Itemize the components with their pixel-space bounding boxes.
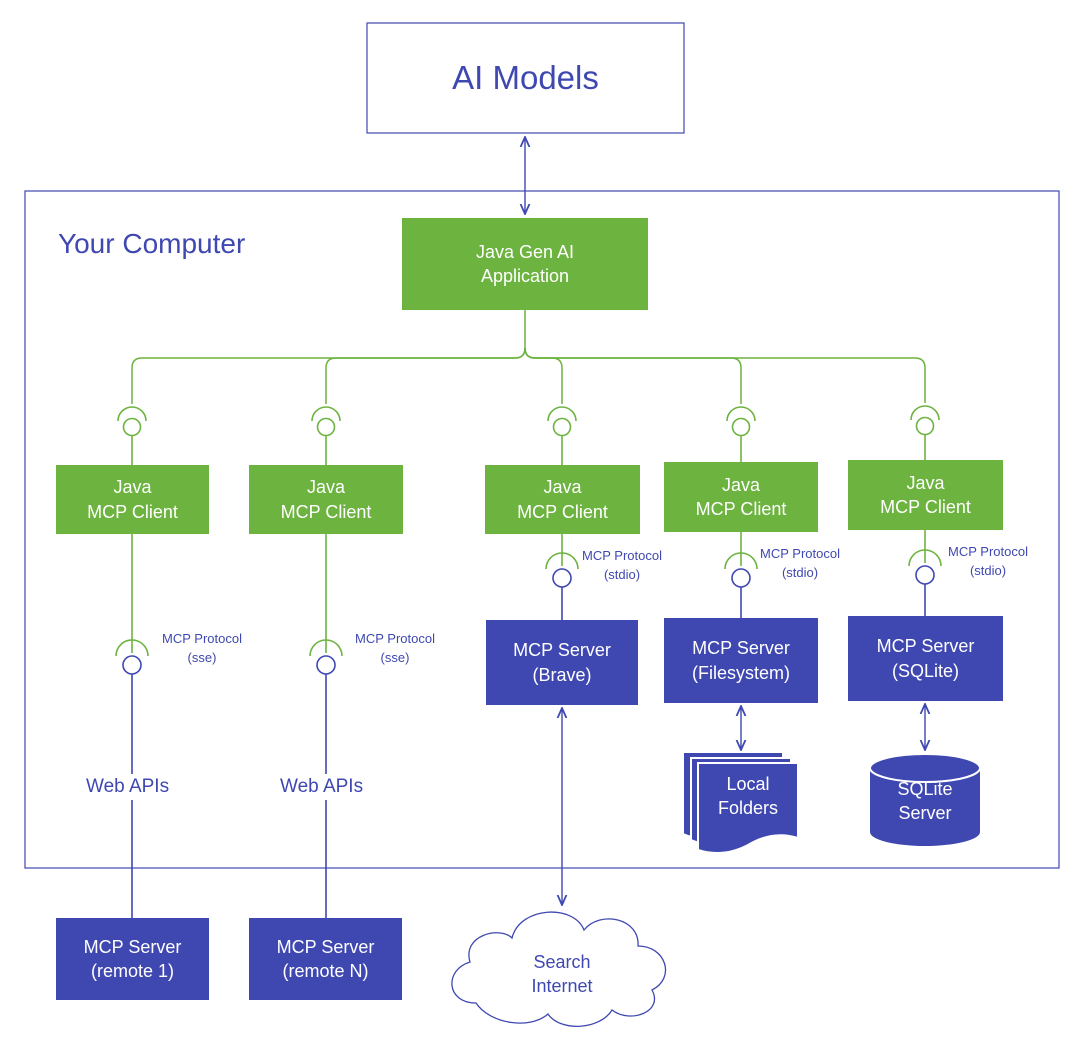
mcp-client-4: Java MCP Client — [664, 462, 818, 532]
search-internet-label: Search Internet — [531, 951, 593, 996]
ai-models-box — [366, 22, 685, 134]
mcp-client-5: Java MCP Client — [848, 460, 1003, 530]
protocol-label-2: MCP Protocol (sse) — [355, 631, 435, 665]
database-shape — [869, 753, 981, 846]
app-bus — [131, 310, 926, 404]
web-apis-label-2: Web APIs — [278, 774, 366, 800]
mcp-server-sqlite: MCP Server (SQLite) — [848, 616, 1003, 701]
mcp-server-remote-n: MCP Server (remote N) — [249, 918, 402, 1000]
java-gen-ai-app-box: Java Gen AI Application — [402, 218, 648, 310]
computer-boundary — [24, 190, 1060, 869]
sqlite-server-label: SQLite Server — [897, 778, 953, 823]
your-computer-label: Your Computer — [58, 228, 246, 259]
web-apis-label-1: Web APIs — [84, 774, 172, 800]
folders-shape — [682, 751, 799, 855]
mcp-server-brave: MCP Server (Brave) — [486, 620, 638, 705]
mcp-server-filesystem: MCP Server (Filesystem) — [664, 618, 818, 703]
protocol-label-5: MCP Protocol (stdio) — [948, 544, 1028, 578]
ai-models-label: AI Models — [452, 58, 599, 96]
local-folders-label: Local Folders — [717, 773, 779, 818]
mcp-client-2: Java MCP Client — [249, 465, 403, 534]
mcp-client-1: Java MCP Client — [56, 465, 209, 534]
protocol-label-1: MCP Protocol (sse) — [162, 631, 242, 665]
protocol-links — [115, 530, 942, 918]
protocol-label-3: MCP Protocol (stdio) — [582, 548, 662, 582]
client-sockets — [117, 405, 940, 465]
protocol-label-4: MCP Protocol (stdio) — [760, 546, 840, 580]
cloud-shape — [451, 911, 667, 1027]
mcp-server-remote-1: MCP Server (remote 1) — [56, 918, 209, 1000]
mcp-client-3: Java MCP Client — [485, 465, 640, 534]
